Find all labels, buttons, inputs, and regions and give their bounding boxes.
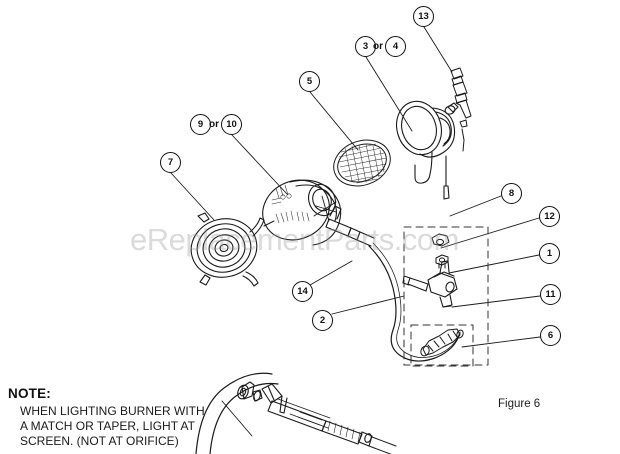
note-body: WHEN LIGHTING BURNER WITH A MATCH OR TAP… <box>20 404 218 449</box>
callout-1[interactable]: 1 <box>539 243 560 264</box>
callout-10[interactable]: 10 <box>221 114 242 135</box>
burner-coil-spiral <box>190 212 275 287</box>
callout-12[interactable]: 12 <box>539 206 560 227</box>
dashed-assembly-boxes <box>403 226 489 367</box>
coupling-regulator-part <box>420 328 464 357</box>
small-fittings-nuts <box>431 233 450 269</box>
callout-7[interactable]: 7 <box>160 152 181 173</box>
note-line-3: SCREEN. (NOT AT ORIFICE) <box>20 434 179 448</box>
note-title: NOTE: <box>8 386 51 401</box>
callout-5[interactable]: 5 <box>299 71 320 92</box>
or-label-9-10: or <box>209 119 219 130</box>
note-block: NOTE: WHEN LIGHTING BURNER WITH A MATCH … <box>8 386 218 449</box>
burner-tube-assembly <box>195 372 397 454</box>
burner-head-body <box>262 179 375 247</box>
or-label-3-4: or <box>373 41 383 52</box>
note-line-1: WHEN LIGHTING BURNER WITH <box>20 404 205 418</box>
burner-bowl-cone <box>396 100 459 200</box>
callout-4[interactable]: 4 <box>385 36 406 57</box>
callout-13[interactable]: 13 <box>413 6 434 27</box>
figure-caption: Figure 6 <box>498 398 541 410</box>
callout-2[interactable]: 2 <box>312 310 333 331</box>
burner-screen-mesh <box>333 139 391 187</box>
igniter-electrode-part <box>450 67 472 152</box>
callout-14[interactable]: 14 <box>292 281 313 302</box>
callout-6[interactable]: 6 <box>540 325 561 346</box>
callout-11[interactable]: 11 <box>540 284 561 305</box>
callout-3[interactable]: 3 <box>355 36 376 57</box>
flexible-gas-tube <box>368 242 461 362</box>
note-line-2: A MATCH OR TAPER, LIGHT AT <box>20 419 195 433</box>
callout-8[interactable]: 8 <box>501 183 522 204</box>
control-valve-body <box>402 260 458 308</box>
leader-lines <box>170 26 541 437</box>
callout-9[interactable]: 9 <box>190 114 211 135</box>
